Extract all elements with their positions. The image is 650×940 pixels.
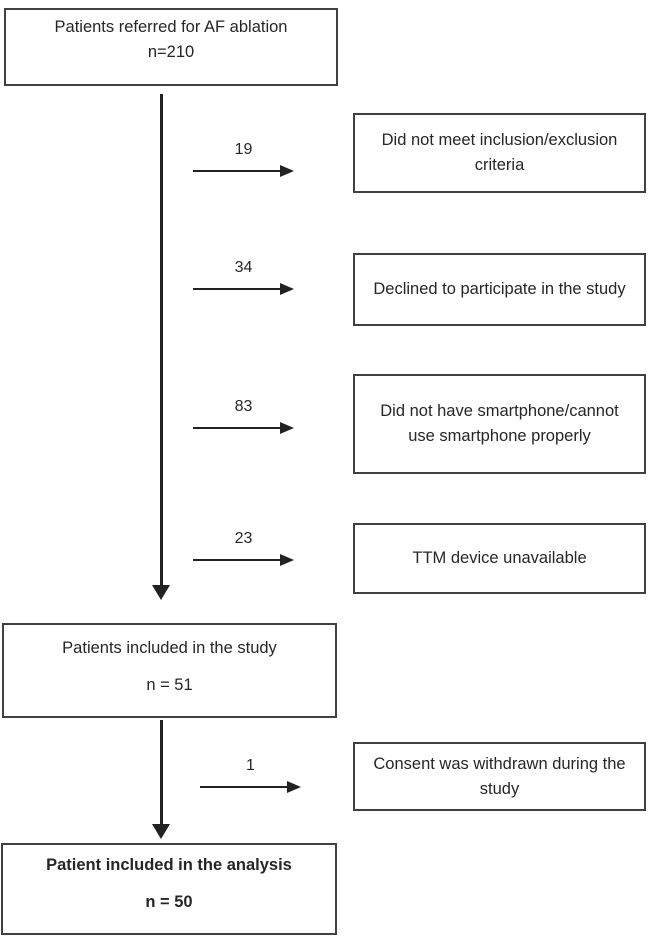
arrowhead-right-icon: [287, 781, 301, 793]
arrowhead-down-icon: [152, 585, 170, 600]
box-exclusion-smartphone: Did not have smartphone/cannot use smart…: [353, 374, 646, 474]
referred-patients-label: Patients referred for AF ablation: [54, 18, 288, 36]
box-included-analysis: Patient included in the analysis n = 50: [1, 843, 337, 935]
box-exclusion-declined: Declined to participate in the study: [353, 253, 646, 326]
branch-arrow-line: [200, 786, 288, 788]
exclusion-branch-4: 23: [193, 530, 294, 566]
branch-arrow-line: [193, 288, 281, 290]
exclusion-count: 19: [234, 141, 253, 158]
box-included-study: Patients included in the study n = 51: [2, 623, 337, 718]
box-exclusion-ttm-device: TTM device unavailable: [353, 523, 646, 594]
exclusion-branch-2: 34: [193, 259, 294, 295]
included-study-label: Patients included in the study: [62, 638, 277, 657]
branch-arrow-line: [193, 170, 281, 172]
box-referred-patients: Patients referred for AF ablation n=210: [4, 8, 338, 86]
arrowhead-down-icon: [152, 824, 170, 839]
included-study-count: n = 51: [146, 675, 193, 694]
exclusion-label: Did not have smartphone/cannot use smart…: [380, 402, 619, 445]
exclusion-count: 83: [234, 398, 253, 415]
included-analysis-label: Patient included in the analysis: [46, 856, 292, 874]
box-exclusion-criteria: Did not meet inclusion/exclusion criteri…: [353, 113, 646, 193]
exclusion-count: 1: [246, 757, 255, 774]
referred-patients-count: n=210: [147, 43, 195, 61]
second-flow-line: [160, 720, 163, 824]
box-exclusion-consent-withdrawn: Consent was withdrawn during the study: [353, 742, 646, 811]
arrowhead-right-icon: [280, 554, 294, 566]
exclusion-count: 34: [234, 259, 253, 276]
exclusion-branch-3: 83: [193, 398, 294, 434]
arrowhead-right-icon: [280, 283, 294, 295]
exclusion-count: 23: [234, 530, 253, 547]
exclusion-label: TTM device unavailable: [412, 549, 587, 567]
main-flow-line: [160, 94, 163, 586]
arrowhead-right-icon: [280, 422, 294, 434]
exclusion-label: Declined to participate in the study: [373, 280, 626, 298]
exclusion-branch-1: 19: [193, 141, 294, 177]
exclusion-branch-5: 1: [200, 757, 301, 793]
included-analysis-count: n = 50: [145, 893, 193, 911]
exclusion-label: Did not meet inclusion/exclusion criteri…: [381, 131, 618, 174]
branch-arrow-line: [193, 559, 281, 561]
branch-arrow-line: [193, 427, 281, 429]
exclusion-label: Consent was withdrawn during the study: [373, 754, 626, 798]
arrowhead-right-icon: [280, 165, 294, 177]
